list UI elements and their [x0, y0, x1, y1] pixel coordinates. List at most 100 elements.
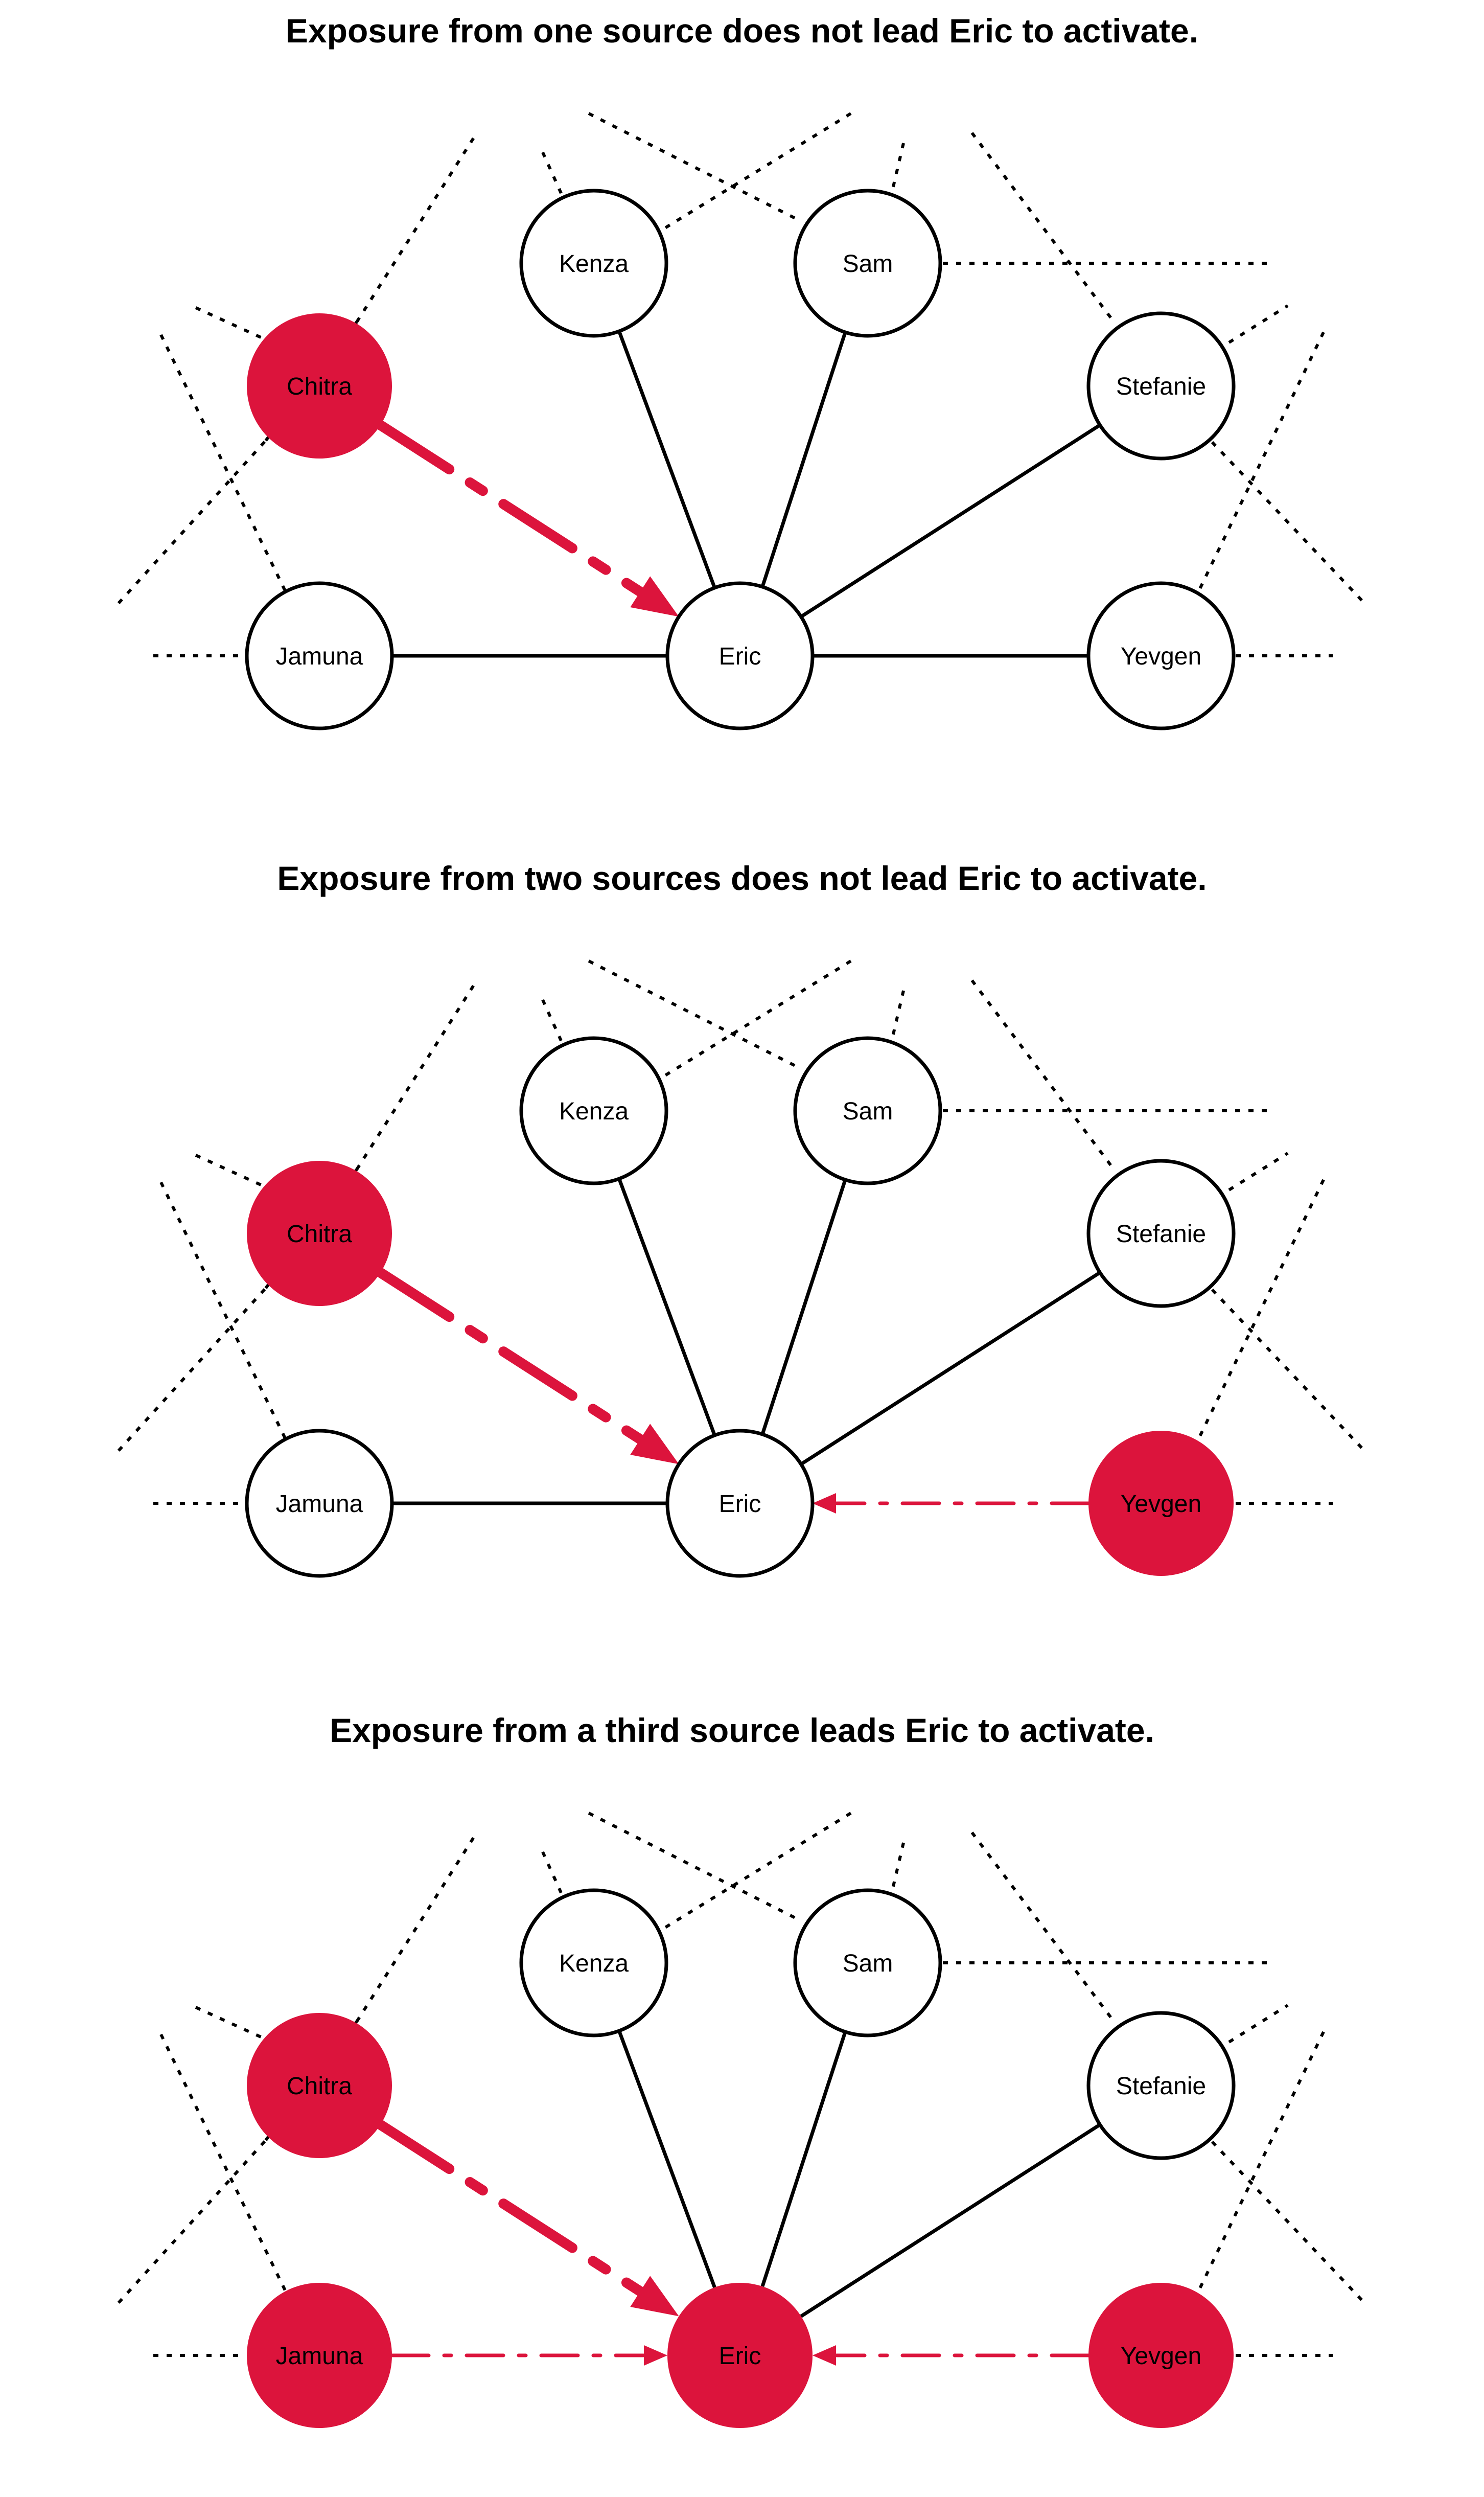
node-label: Stefanie: [1116, 2073, 1206, 2100]
exposure-line: [375, 420, 645, 597]
background-link: [195, 306, 271, 343]
panel-third-source: Exposure from a third source leads Eric …: [0, 1700, 1484, 2497]
edge-kenza-eric: [617, 1178, 716, 1436]
node-label: Jamuna: [276, 2343, 363, 2370]
arrowhead: [813, 2345, 836, 2366]
node-circle: [1086, 1159, 1236, 1308]
background-link: [541, 151, 563, 194]
exposure-arrow-jamuna-eric: [390, 2345, 667, 2366]
background-link: [661, 1812, 852, 1931]
node-circle: [1086, 581, 1236, 730]
node-label: Sam: [843, 1098, 893, 1125]
background-link: [1211, 1288, 1366, 1452]
edges: [375, 1178, 1101, 1514]
node-label: Chitra: [287, 373, 352, 400]
background-link: [117, 1287, 267, 1452]
arrowhead: [813, 1493, 836, 1514]
background-link: [117, 439, 267, 605]
node-circle: [793, 1036, 942, 1185]
node-circle: [793, 1888, 942, 2037]
node-circle: [519, 1888, 668, 2037]
background-link: [1228, 2004, 1289, 2044]
arrowhead: [630, 576, 679, 617]
node-label: Chitra: [287, 1221, 352, 1248]
node-jamuna: Jamuna: [245, 1429, 394, 1578]
node-label: Jamuna: [276, 1491, 363, 1518]
node-label: Kenza: [559, 1098, 629, 1125]
node-kenza: Kenza: [519, 189, 668, 338]
background-link: [1197, 2031, 1325, 2293]
node-circle: [665, 581, 815, 730]
node-circle: [245, 581, 394, 730]
background-link: [117, 2139, 267, 2304]
background-link: [355, 1836, 476, 2023]
node-label: Yevgen: [1121, 2343, 1201, 2370]
exposure-line: [375, 2119, 645, 2297]
node-label: Yevgen: [1121, 643, 1201, 670]
node-sam: Sam: [793, 1036, 942, 1185]
background-link: [1211, 2140, 1366, 2304]
node-eric: Eric: [667, 2283, 813, 2428]
node-yevgen: Yevgen: [1088, 1431, 1234, 1576]
panel-two-sources: Exposure from two sources does not lead …: [0, 847, 1484, 1645]
node-circle: [667, 2283, 813, 2428]
node-label: Sam: [843, 1950, 893, 1977]
node-jamuna: Jamuna: [245, 581, 394, 730]
node-label: Stefanie: [1116, 373, 1206, 400]
arrowhead: [644, 2345, 667, 2366]
background-link: [1211, 441, 1366, 605]
background-link: [1197, 331, 1325, 593]
node-chitra: Chitra: [247, 313, 392, 459]
node-circle: [1088, 2283, 1234, 2428]
node-circle: [247, 2013, 392, 2158]
node-stefanie: Stefanie: [1086, 1159, 1236, 1308]
node-label: Kenza: [559, 250, 629, 278]
background-link: [195, 1154, 271, 1190]
node-label: Kenza: [559, 1950, 629, 1977]
node-circle: [247, 2283, 392, 2428]
node-label: Chitra: [287, 2073, 352, 2100]
edges: [375, 2030, 1101, 2366]
panel-one-source: Exposure from one source does not lead E…: [0, 0, 1484, 797]
node-circle: [1086, 311, 1236, 461]
background-link: [661, 959, 852, 1079]
background-link: [890, 1842, 905, 1893]
node-eric: Eric: [665, 1429, 815, 1578]
node-circle: [245, 1429, 394, 1578]
edge-kenza-eric: [617, 2030, 716, 2288]
edge-sam-eric: [760, 1179, 847, 1435]
edges: [375, 330, 1101, 658]
edge-stefanie-eric: [800, 423, 1101, 618]
node-jamuna: Jamuna: [247, 2283, 392, 2428]
node-label: Jamuna: [276, 643, 363, 670]
background-link: [661, 112, 852, 232]
node-stefanie: Stefanie: [1086, 2011, 1236, 2160]
node-label: Stefanie: [1116, 1221, 1206, 1248]
panel-title: Exposure from a third source leads Eric …: [330, 1711, 1154, 1749]
node-circle: [1086, 2011, 1236, 2160]
background-link: [1197, 1179, 1325, 1440]
exposure-arrow-yevgen-eric: [813, 1493, 1091, 1514]
edge-stefanie-eric: [800, 1271, 1101, 1466]
exposure-line: [375, 1267, 645, 1445]
arrowhead: [630, 1424, 679, 1464]
node-circle: [793, 189, 942, 338]
background-link: [195, 2006, 271, 2043]
exposure-arrow-chitra-eric: [375, 2119, 679, 2317]
background-link: [890, 990, 905, 1041]
exposure-arrow-yevgen-eric: [813, 2345, 1091, 2366]
background-link: [355, 983, 476, 1171]
panel-title: Exposure from one source does not lead E…: [285, 12, 1199, 50]
node-label: Eric: [719, 2343, 761, 2370]
exposure-arrow-chitra-eric: [375, 420, 679, 617]
node-label: Yevgen: [1121, 1491, 1201, 1518]
node-chitra: Chitra: [247, 1161, 392, 1306]
node-label: Eric: [719, 643, 761, 670]
arrowhead: [630, 2276, 679, 2317]
background-link: [1228, 1152, 1289, 1192]
